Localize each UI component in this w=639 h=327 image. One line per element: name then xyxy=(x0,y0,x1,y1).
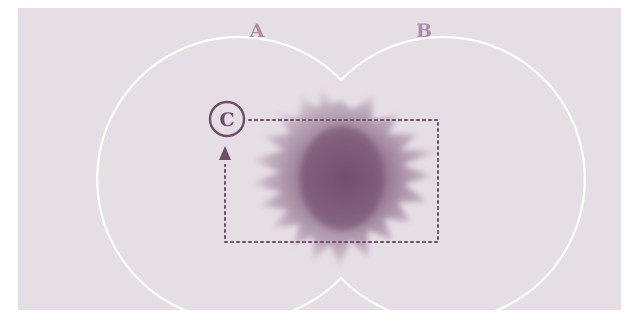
dotted-path xyxy=(224,119,439,243)
arrow-up-icon xyxy=(219,146,231,160)
venn-outline xyxy=(96,35,586,323)
label-c: C xyxy=(219,109,234,131)
label-b: B xyxy=(416,20,432,42)
label-a: A xyxy=(249,20,265,42)
marker-c-circle xyxy=(208,100,246,138)
blob-core xyxy=(300,126,384,230)
